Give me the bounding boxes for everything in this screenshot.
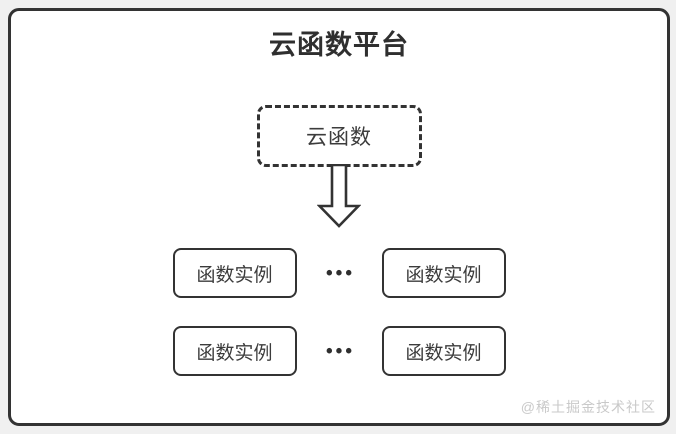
watermark: @稀土掘金技术社区	[520, 399, 656, 415]
function-instance-node: 函数实例	[381, 248, 506, 298]
function-instance-node: 函数实例	[381, 326, 506, 376]
instance-row: 函数实例 ••• 函数实例	[172, 326, 506, 376]
cloud-function-node: 云函数	[256, 105, 422, 167]
platform-panel: 云函数平台 云函数 函数实例 ••• 函数实例 函数实例 •••	[8, 8, 670, 426]
function-instance-label: 函数实例	[196, 264, 273, 286]
function-instance-label: 函数实例	[405, 342, 482, 364]
function-instance-label: 函数实例	[405, 264, 482, 286]
instance-grid: 函数实例 ••• 函数实例 函数实例 ••• 函数实例	[172, 248, 506, 376]
function-instance-node: 函数实例	[172, 326, 297, 376]
down-arrow-icon	[317, 164, 361, 228]
function-instance-node: 函数实例	[172, 248, 297, 298]
ellipsis-dots: •••	[326, 340, 355, 362]
cloud-function-label: 云函数	[306, 126, 372, 149]
instance-row: 函数实例 ••• 函数实例	[172, 248, 506, 298]
ellipsis-dots: •••	[326, 262, 355, 284]
function-instance-label: 函数实例	[196, 342, 273, 364]
diagram-title: 云函数平台	[269, 30, 409, 60]
